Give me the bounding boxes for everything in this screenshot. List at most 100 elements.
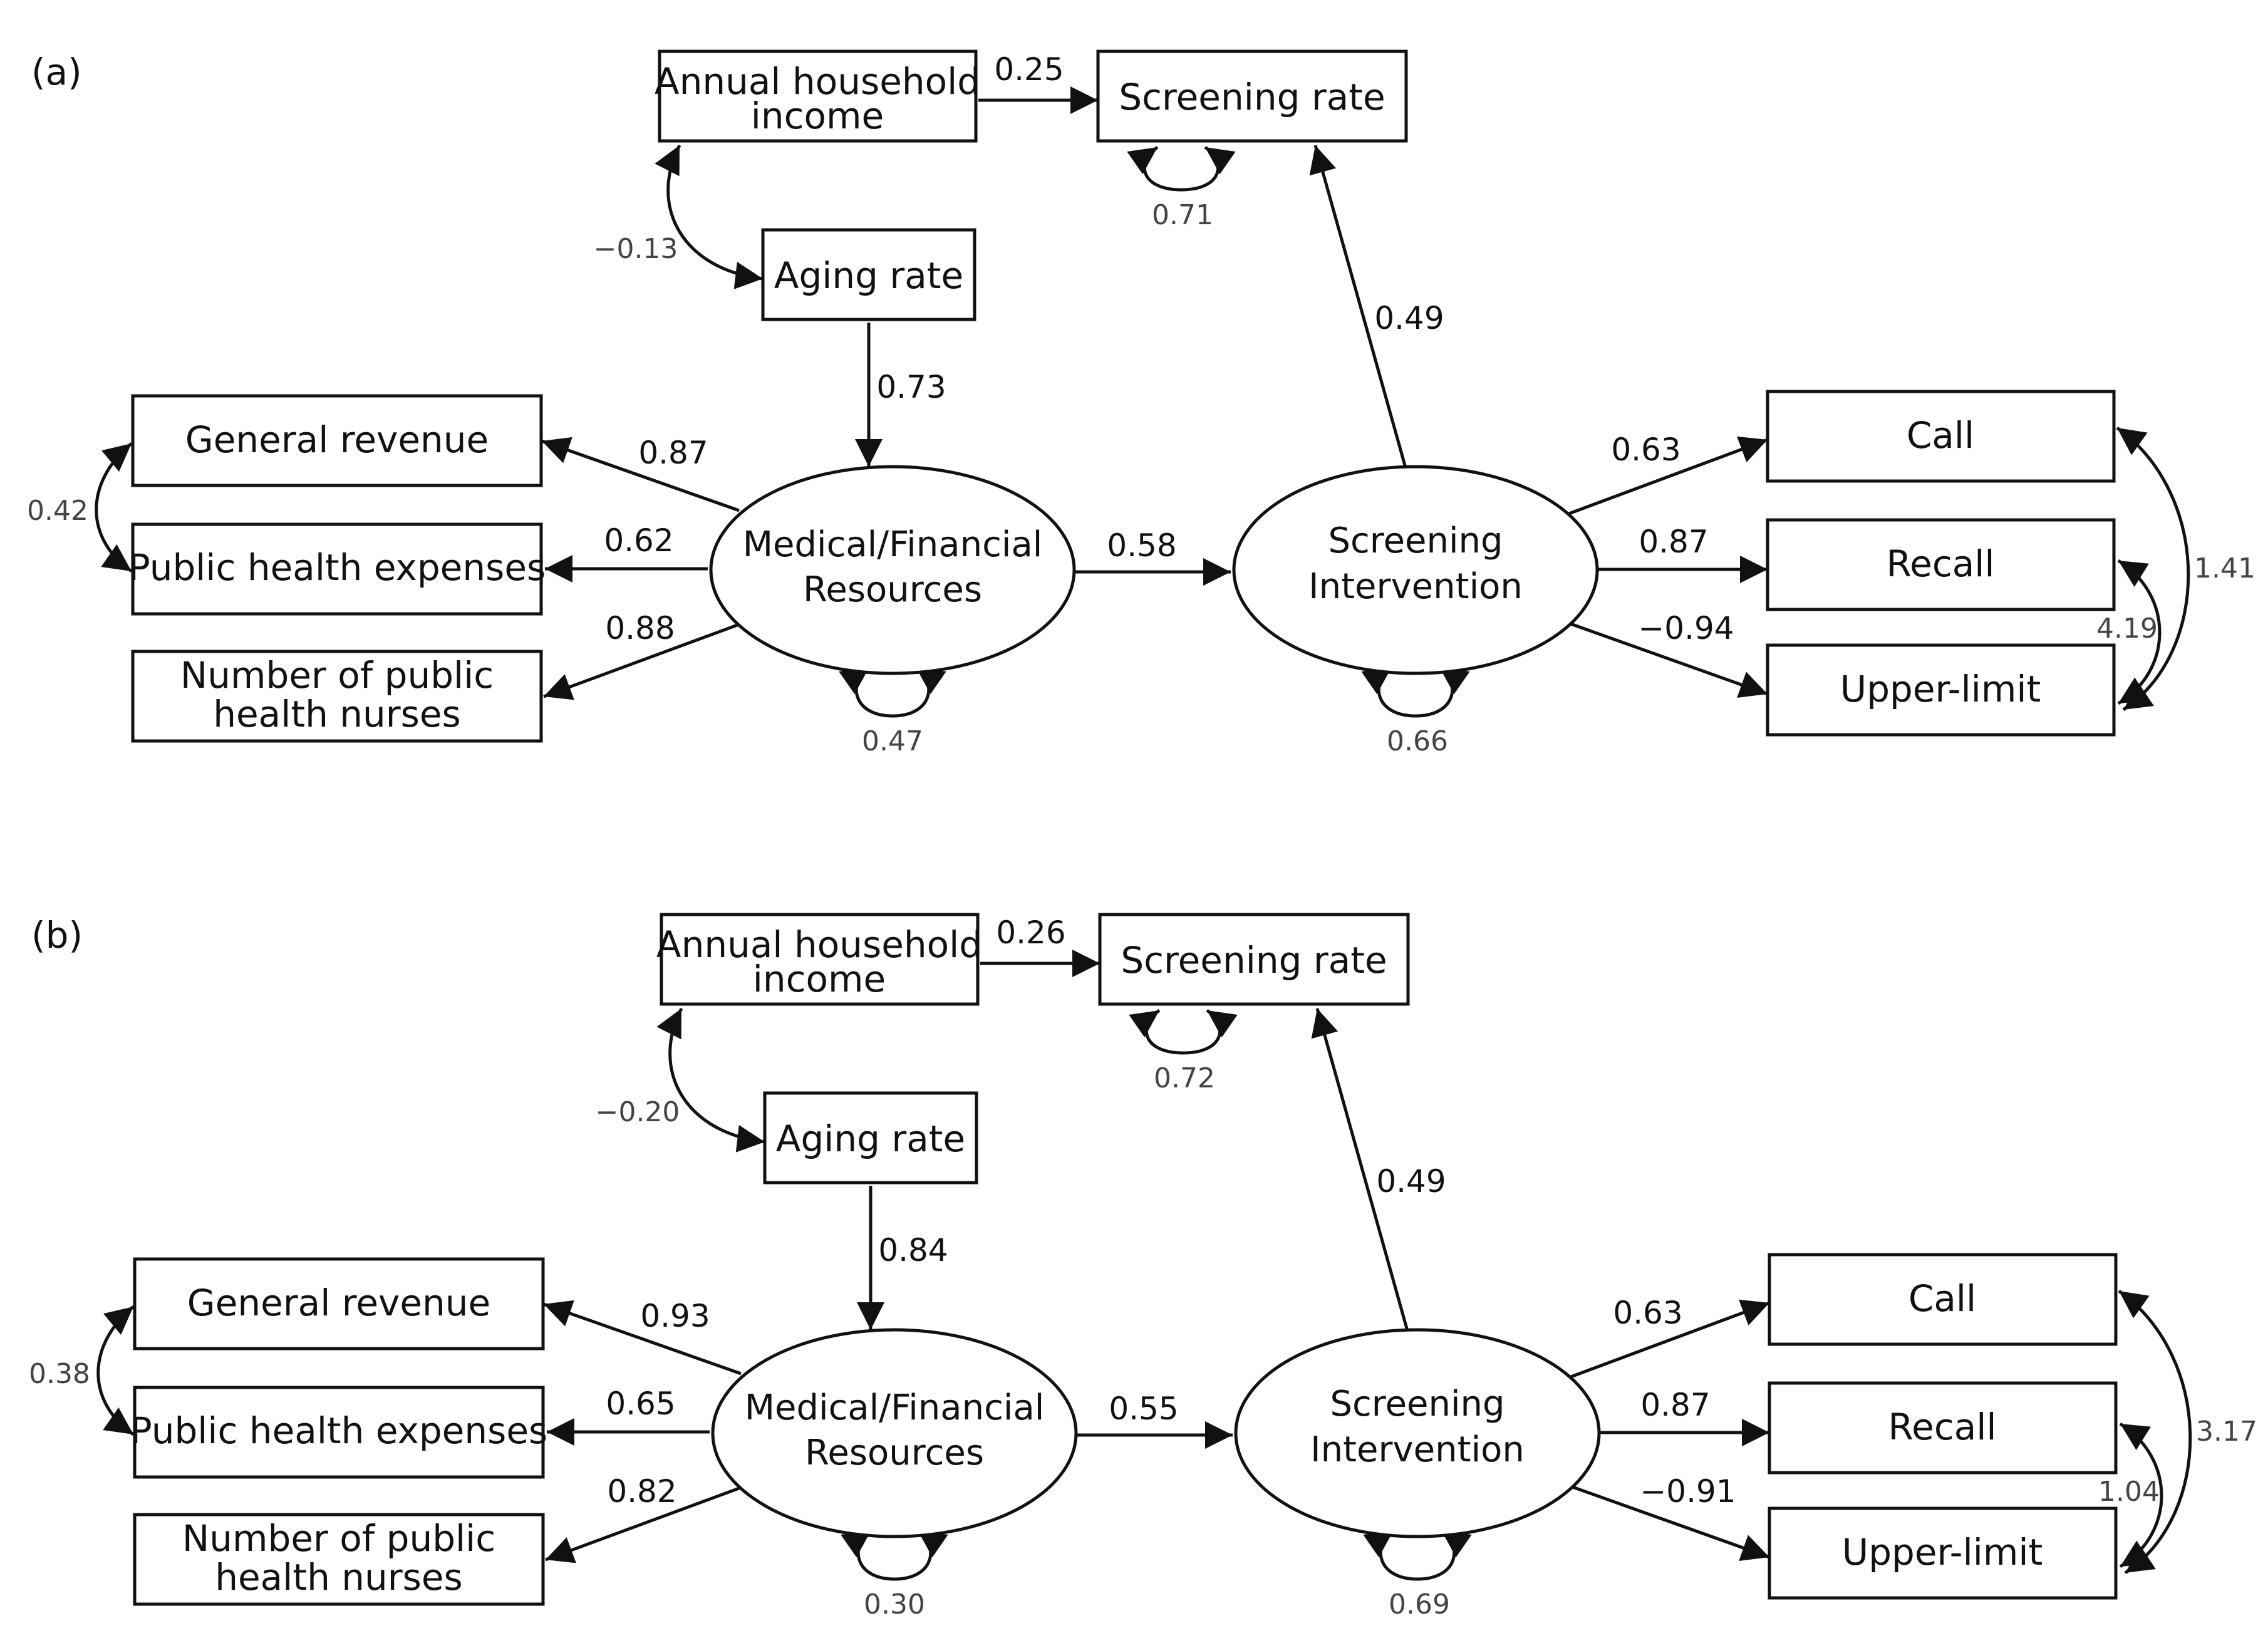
svg-text:Screening: Screening [1330,1384,1504,1424]
cov-income-aging [656,1007,765,1153]
svg-text:Upper-limit: Upper-limit [1840,668,2041,710]
variance-loop-screening [1361,665,1470,718]
box-screening-rate: Screening rate [1098,913,1410,1006]
panel-b: (b) Annual household income Screening ra… [29,913,2257,1620]
variance-loop-screening-rate [1129,1008,1238,1055]
coef-medical-to-revenue: 0.87 [638,435,708,471]
svg-text:Public health expenses: Public health expenses [128,546,546,589]
svg-text:Intervention: Intervention [1310,1429,1525,1470]
variance-medical: 0.30 [864,1589,925,1620]
variance-screening: 0.69 [1389,1589,1450,1620]
svg-text:General revenue: General revenue [187,1282,490,1324]
svg-text:Number of public: Number of public [182,1517,495,1560]
coef-screening-to-recall: 0.87 [1639,524,1708,560]
box-recall: Recall [1768,1381,2118,1475]
coef-aging-to-medical: 0.84 [878,1232,948,1268]
box-general-revenue: General revenue [131,394,543,487]
box-recall: Recall [1766,518,2116,611]
svg-text:Intervention: Intervention [1308,566,1523,607]
coef-screening-to-upper: −0.94 [1638,610,1734,646]
latent-medical-financial-resources: Medical/Financial Resources [711,1328,1078,1538]
cov-income-aging [655,144,764,289]
box-upper-limit: Upper-limit [1768,1506,2118,1600]
box-public-health-expenses: Public health expenses [130,1386,548,1479]
coef-income-to-rate: 0.26 [996,915,1065,951]
coef-income-aging-cov: −0.13 [594,233,678,265]
svg-text:Call: Call [1907,414,1974,457]
svg-text:Annual household: Annual household [655,60,980,103]
box-annual-household-income: Annual household income [656,913,982,1006]
svg-text:Medical/Financial: Medical/Financial [743,524,1043,565]
latent-medical-financial-resources: Medical/Financial Resources [709,465,1076,675]
coef-medical-to-nurses: 0.88 [605,610,675,646]
coef-screening-to-recall: 0.87 [1640,1387,1710,1423]
cov-revenue-expenses [95,442,133,573]
coef-medical-to-screening: 0.58 [1107,527,1176,564]
svg-text:health nurses: health nurses [215,1556,463,1599]
variance-loop-screening-rate [1127,145,1236,192]
cov-call-upper [2118,1289,2192,1575]
box-call: Call [1766,390,2116,483]
svg-text:health nurses: health nurses [213,693,461,735]
coef-recall-upper-cov: 1.04 [2098,1476,2160,1508]
svg-text:income: income [753,958,886,1000]
svg-text:Call: Call [1908,1277,1976,1320]
variance-loop-medical [841,1528,948,1581]
variance-screening-rate: 0.71 [1152,199,1213,231]
svg-text:Aging rate: Aging rate [774,254,963,297]
path-screening-to-call [1570,1299,1770,1379]
coef-screening-to-call: 0.63 [1613,1295,1682,1331]
path-medical-to-nurses [545,1485,745,1563]
latent-screening-intervention: Screening Intervention [1234,1328,1601,1538]
box-public-health-expenses: Public health expenses [128,522,546,616]
svg-text:Recall: Recall [1888,1406,1996,1448]
path-screening-to-upper [1568,621,1768,698]
coef-screening-to-upper: −0.91 [1640,1473,1736,1510]
variance-loop-screening [1363,1528,1472,1581]
coef-medical-to-expenses: 0.65 [606,1386,675,1422]
svg-text:Annual household: Annual household [656,923,982,966]
coef-screening-to-rate: 0.49 [1376,1163,1446,1200]
path-screening-to-rate [1311,1008,1410,1334]
coef-aging-to-medical: 0.73 [876,369,946,405]
variance-screening-rate: 0.72 [1154,1062,1215,1094]
svg-text:Resources: Resources [803,569,982,610]
box-upper-limit: Upper-limit [1766,643,2116,737]
box-number-of-public-health-nurses: Number of public health nurses [133,1513,545,1606]
box-aging-rate: Aging rate [763,1091,978,1184]
latent-screening-intervention: Screening Intervention [1232,465,1599,675]
path-screening-to-call [1568,436,1768,516]
svg-text:Aging rate: Aging rate [776,1117,965,1160]
coef-income-to-rate: 0.25 [994,51,1064,88]
svg-text:income: income [751,95,884,137]
svg-text:General revenue: General revenue [185,418,489,461]
svg-text:Screening rate: Screening rate [1121,939,1387,982]
cov-call-upper [2116,426,2190,712]
path-medical-to-revenue [543,1300,742,1376]
panel-a-label: (a) [31,51,82,93]
svg-text:Recall: Recall [1886,542,1994,585]
coef-medical-to-screening: 0.55 [1109,1391,1178,1427]
coef-call-upper-cov: 3.17 [2196,1416,2257,1448]
coef-income-aging-cov: −0.20 [596,1096,680,1128]
svg-text:Public health expenses: Public health expenses [130,1409,548,1452]
svg-text:Upper-limit: Upper-limit [1842,1531,2043,1573]
path-screening-to-upper [1570,1485,1770,1561]
variance-medical: 0.47 [862,725,923,757]
box-aging-rate: Aging rate [761,228,976,321]
svg-text:Number of public: Number of public [180,654,494,697]
panel-a: (a) Annual household income Screening ra… [27,49,2255,757]
coef-revenue-expenses-cov: 0.38 [29,1358,90,1390]
coef-screening-to-rate: 0.49 [1374,300,1444,336]
coef-medical-to-revenue: 0.93 [640,1298,710,1334]
coef-recall-upper-cov: 4.19 [2096,613,2158,645]
box-general-revenue: General revenue [133,1257,545,1350]
path-medical-to-revenue [541,437,740,512]
coef-revenue-expenses-cov: 0.42 [27,495,88,527]
svg-text:Screening rate: Screening rate [1119,76,1385,118]
path-screening-to-rate [1309,145,1408,470]
coef-call-upper-cov: 1.41 [2194,552,2255,584]
box-annual-household-income: Annual household income [655,49,980,143]
svg-text:Medical/Financial: Medical/Financial [745,1387,1045,1428]
